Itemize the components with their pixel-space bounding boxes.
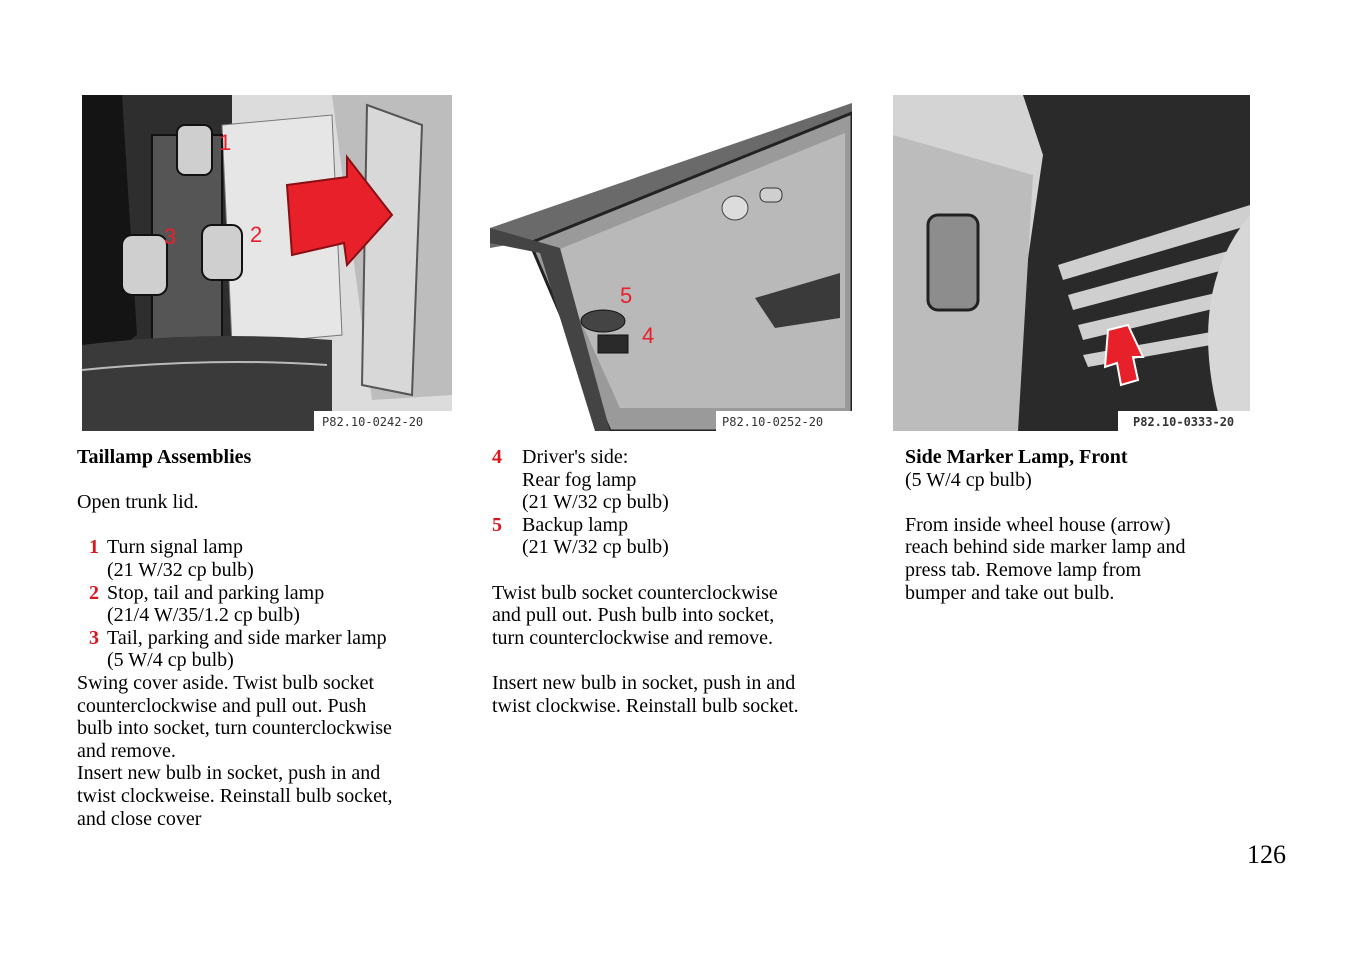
figure-code: P82.10-0252-20 xyxy=(722,415,823,429)
item-text: (21 W/32 cp bulb) xyxy=(522,536,669,559)
column-taillamp: Taillamp Assemblies Open trunk lid. 1 Tu… xyxy=(77,446,447,830)
section-subheading: (5 W/4 cp bulb) xyxy=(905,468,1032,491)
item-text: Tail, parking and side marker lamp xyxy=(107,626,387,649)
text-line: bulb into socket, turn counterclockwise xyxy=(77,717,392,740)
text-line: and remove. xyxy=(77,739,176,762)
side-marker-illustration: P82.10-0333-20 xyxy=(893,95,1250,431)
list-item: 2 Stop, tail and parking lamp(21/4 W/35/… xyxy=(77,582,447,627)
page-number: 126 xyxy=(1247,840,1286,869)
taillamp-illustration: 1 2 3 P82.10-0242-20 xyxy=(82,95,452,431)
list-item: 5 Backup lamp(21 W/32 cp bulb) xyxy=(492,514,862,559)
figure-trunk-lid: 5 4 P82.10-0252-20 xyxy=(490,103,852,431)
item-text: Backup lamp xyxy=(522,513,629,536)
item-text: (21 W/32 cp bulb) xyxy=(107,558,254,581)
column-trunk-lamps: 4 Driver's side:Rear fog lamp(21 W/32 cp… xyxy=(492,446,862,717)
item-number: 5 xyxy=(492,513,502,536)
arrow-icon xyxy=(1103,323,1145,387)
callout-2: 2 xyxy=(250,222,262,247)
text-line: Swing cover aside. Twist bulb socket xyxy=(77,671,375,694)
callout-3: 3 xyxy=(164,224,176,249)
section-heading: Side Marker Lamp, Front xyxy=(905,446,1128,468)
text-line: twist clockweise. Reinstall bulb socket, xyxy=(77,784,393,807)
text-line: reach behind side marker lamp and xyxy=(905,536,1186,559)
text-line: counterclockwise and pull out. Push xyxy=(77,694,367,717)
item-text: (21 W/32 cp bulb) xyxy=(522,491,669,514)
callout-5: 5 xyxy=(620,283,632,308)
item-text: (21/4 W/35/1.2 cp bulb) xyxy=(107,604,300,627)
text-line: and pull out. Push bulb into socket, xyxy=(492,604,775,627)
paragraph: From inside wheel house (arrow) reach be… xyxy=(905,514,1295,604)
trunk-lid-illustration: 5 4 P82.10-0252-20 xyxy=(490,103,852,431)
text-line: Insert new bulb in socket, push in and xyxy=(492,671,796,694)
callout-4: 4 xyxy=(642,323,654,348)
intro-text: Open trunk lid. xyxy=(77,491,199,514)
item-text: Turn signal lamp xyxy=(107,536,243,559)
list-item: 3 Tail, parking and side marker lamp(5 W… xyxy=(77,627,447,672)
item-text: Driver's side: xyxy=(522,446,629,468)
section-heading: Taillamp Assemblies xyxy=(77,446,252,468)
list-item: 1 Turn signal lamp(21 W/32 cp bulb) xyxy=(77,536,447,581)
text-line: and close cover xyxy=(77,807,202,830)
arrow-icon xyxy=(285,154,394,268)
item-text: Stop, tail and parking lamp xyxy=(107,581,325,604)
figure-code: P82.10-0242-20 xyxy=(322,415,423,429)
item-number: 4 xyxy=(492,446,502,468)
item-text: Rear fog lamp xyxy=(522,468,637,491)
text-line: Twist bulb socket counterclockwise xyxy=(492,581,778,604)
figure-code: P82.10-0333-20 xyxy=(1133,415,1234,429)
text-line: press tab. Remove lamp from xyxy=(905,558,1142,581)
paragraph: Insert new bulb in socket, push in and t… xyxy=(492,672,862,717)
item-text: (5 W/4 cp bulb) xyxy=(107,649,234,672)
column-side-marker: Side Marker Lamp, Front (5 W/4 cp bulb) … xyxy=(905,446,1295,604)
figure-side-marker: P82.10-0333-20 xyxy=(893,95,1250,431)
text-line: twist clockwise. Reinstall bulb socket. xyxy=(492,694,799,717)
text-line: turn counterclockwise and remove. xyxy=(492,626,774,649)
paragraph: Twist bulb socket counterclockwise and p… xyxy=(492,582,862,650)
item-number: 1 xyxy=(89,536,99,559)
text-line: Insert new bulb in socket, push in and xyxy=(77,762,381,785)
item-number: 2 xyxy=(89,581,99,604)
item-number: 3 xyxy=(89,626,99,649)
text-line: bumper and take out bulb. xyxy=(905,581,1115,604)
figure-taillamp: 1 2 3 P82.10-0242-20 xyxy=(82,95,452,431)
list-item: 4 Driver's side:Rear fog lamp(21 W/32 cp… xyxy=(492,446,862,514)
text-line: From inside wheel house (arrow) xyxy=(905,513,1171,536)
callout-1: 1 xyxy=(219,130,231,155)
paragraph: Swing cover aside. Twist bulb socket cou… xyxy=(77,672,447,762)
paragraph: Insert new bulb in socket, push in and t… xyxy=(77,762,447,830)
